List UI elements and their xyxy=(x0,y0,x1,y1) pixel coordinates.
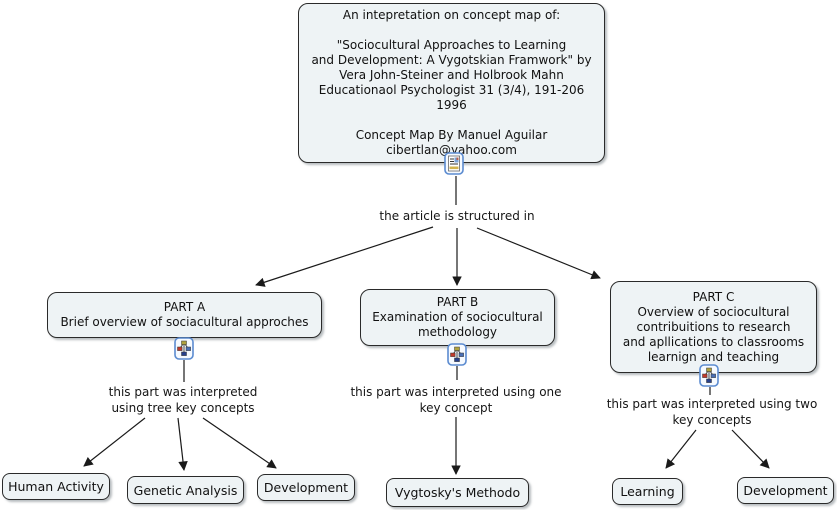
node-learning[interactable]: Learning xyxy=(612,478,683,505)
submap-icon[interactable] xyxy=(447,343,467,366)
node-human-activity[interactable]: Human Activity xyxy=(2,473,110,500)
submap-icon[interactable] xyxy=(699,364,719,387)
node-development-a[interactable]: Development xyxy=(257,474,355,501)
node-part-a[interactable]: PART A Brief overview of sociacultural a… xyxy=(47,292,322,338)
node-part-b[interactable]: PART B Examination of sociocultural meth… xyxy=(360,289,555,346)
linking-phrase-part-b-key[interactable]: this part was interpreted using one key … xyxy=(350,385,562,415)
document-with-image-icon xyxy=(444,152,464,175)
linking-phrase-structured-in[interactable]: the article is structured in xyxy=(379,209,535,223)
linking-phrase-part-a-key[interactable]: this part was interpreted using tree key… xyxy=(108,385,258,415)
node-vygotsky-method[interactable]: Vygtosky's Methodo xyxy=(386,478,529,507)
concept-map-icon xyxy=(447,343,467,366)
node-development-c[interactable]: Development xyxy=(737,477,834,504)
node-part-c[interactable]: PART C Overview of sociocultural contrib… xyxy=(610,281,817,373)
resource-icon[interactable] xyxy=(444,152,464,175)
concept-map-icon xyxy=(699,364,719,387)
node-genetic-analysis[interactable]: Genetic Analysis xyxy=(127,476,244,504)
node-article-title[interactable]: An intepretation on concept map of: "Soc… xyxy=(298,3,605,163)
submap-icon[interactable] xyxy=(174,337,194,360)
linking-phrase-part-c-key[interactable]: this part was interpreted using two key … xyxy=(606,397,818,427)
concept-map-icon xyxy=(174,337,194,360)
